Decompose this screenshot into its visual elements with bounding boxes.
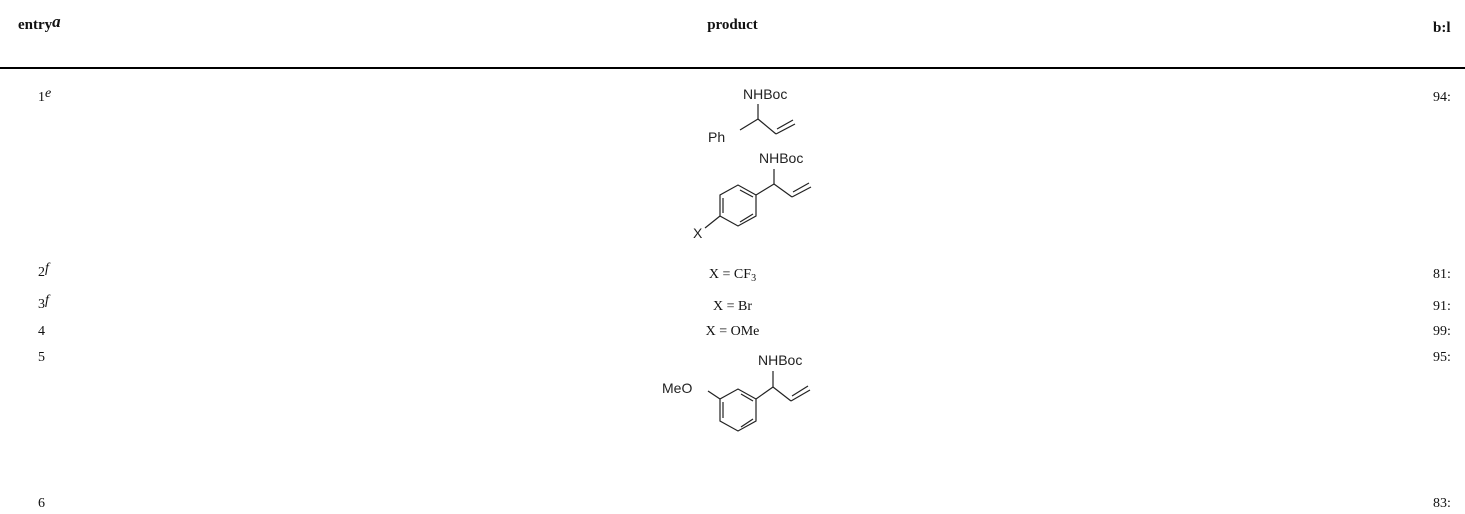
ratio-4: 99: xyxy=(1433,324,1451,339)
entry-3: 3f xyxy=(38,293,49,312)
structure-meta-methoxy-allyl-amine: NHBoc MeO xyxy=(662,352,811,432)
header-entry-footnote: a xyxy=(52,12,61,31)
entry-6: 6 xyxy=(38,496,45,511)
structure-para-aryl-allyl-amine: NHBoc X xyxy=(693,150,812,241)
ratio-6: 83: xyxy=(1433,496,1451,511)
ratio-1: 94: xyxy=(1433,90,1451,105)
header-rule xyxy=(0,67,1465,69)
header-product: product xyxy=(707,17,758,33)
structure-3-meo: MeO xyxy=(662,380,692,396)
header-ratio: b:l xyxy=(1433,20,1451,36)
entry-5: 5 xyxy=(38,350,45,365)
product-label-2: X = CF3 xyxy=(708,267,757,284)
ratio-3: 91: xyxy=(1433,299,1451,314)
entry-1: 1e xyxy=(38,86,52,105)
ratio-5: 95: xyxy=(1433,350,1451,365)
structure-phenyl-allyl-amine: NHBoc Ph xyxy=(708,86,796,145)
ratio-2: 81: xyxy=(1433,267,1451,282)
product-label-3: X = Br xyxy=(712,299,752,314)
structure-1-ph: Ph xyxy=(708,129,725,145)
entry-4: 4 xyxy=(38,324,45,339)
entry-2: 2f xyxy=(38,261,49,280)
structure-2-nhboc: NHBoc xyxy=(759,150,803,166)
structure-1-nhboc: NHBoc xyxy=(743,86,787,102)
product-label-4: X = OMe xyxy=(705,324,760,339)
structure-2-x: X xyxy=(693,225,703,241)
structure-3-nhboc: NHBoc xyxy=(758,352,802,368)
header-entry: entrya xyxy=(18,12,61,33)
